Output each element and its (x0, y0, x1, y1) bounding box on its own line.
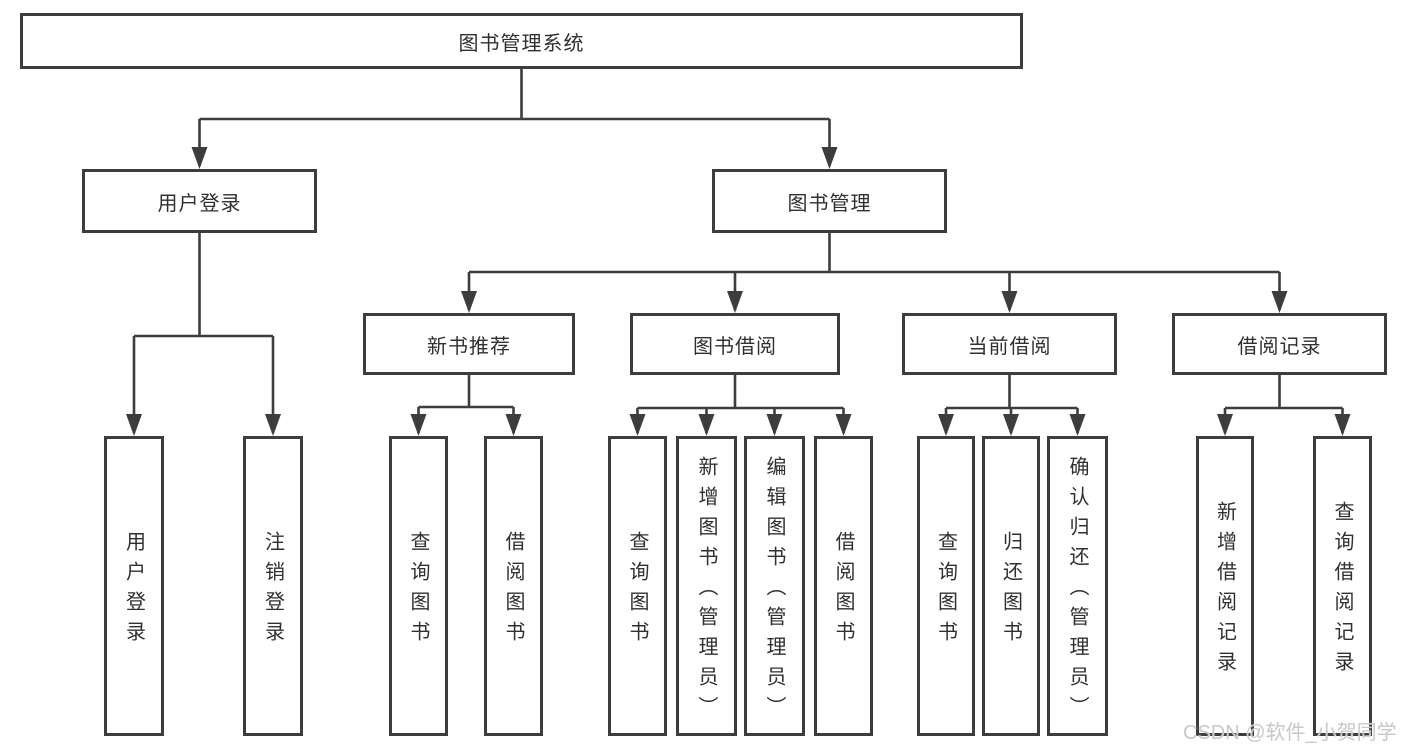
leaf-label: 归还图书 (999, 531, 1022, 651)
leaf-label: 新增借阅记录 (1213, 501, 1236, 681)
leaf-query-books-3: 查询图书 (917, 436, 975, 736)
leaf-label: 借阅图书 (832, 531, 854, 651)
leaf-logout: 注销登录 (243, 436, 303, 736)
leaf-label: 新增图书（管理员） (695, 456, 717, 726)
node-current-borrow: 当前借阅 (902, 313, 1117, 375)
leaf-return-books: 归还图书 (982, 436, 1040, 736)
arrowhead-icons (126, 147, 1351, 436)
leaf-confirm-return-admin: 确认归还（管理员） (1047, 436, 1108, 736)
leaf-add-book-admin: 新增图书（管理员） (676, 436, 737, 736)
leaf-label: 查询图书 (626, 531, 648, 651)
leaf-query-books-2: 查询图书 (608, 436, 667, 736)
leaf-add-borrow-record: 新增借阅记录 (1196, 436, 1254, 736)
node-book-borrow: 图书借阅 (630, 313, 840, 375)
leaf-label: 注销登录 (261, 531, 284, 651)
leaf-label: 编辑图书（管理员） (763, 456, 785, 726)
leaf-label: 用户登录 (122, 531, 145, 651)
leaf-user-login: 用户登录 (104, 436, 164, 736)
node-root-system: 图书管理系统 (20, 13, 1023, 69)
leaf-label: 借阅图书 (502, 531, 524, 651)
node-book-management: 图书管理 (712, 169, 947, 233)
leaf-query-books-1: 查询图书 (389, 436, 448, 736)
node-user-login: 用户登录 (82, 169, 317, 233)
node-borrow-record: 借阅记录 (1172, 313, 1387, 375)
csdn-watermark: CSDN @软件_小贺同学 (1183, 722, 1397, 744)
leaf-label: 查询借阅记录 (1331, 501, 1353, 681)
leaf-borrow-books-2: 借阅图书 (814, 436, 873, 736)
leaf-label: 查询图书 (407, 531, 429, 651)
node-new-book-recommend: 新书推荐 (363, 313, 575, 375)
leaf-label: 确认归还（管理员） (1066, 456, 1088, 726)
leaf-label: 查询图书 (934, 531, 957, 651)
leaf-query-borrow-record: 查询借阅记录 (1313, 436, 1372, 736)
leaf-borrow-books-1: 借阅图书 (484, 436, 543, 736)
leaf-edit-book-admin: 编辑图书（管理员） (744, 436, 805, 736)
